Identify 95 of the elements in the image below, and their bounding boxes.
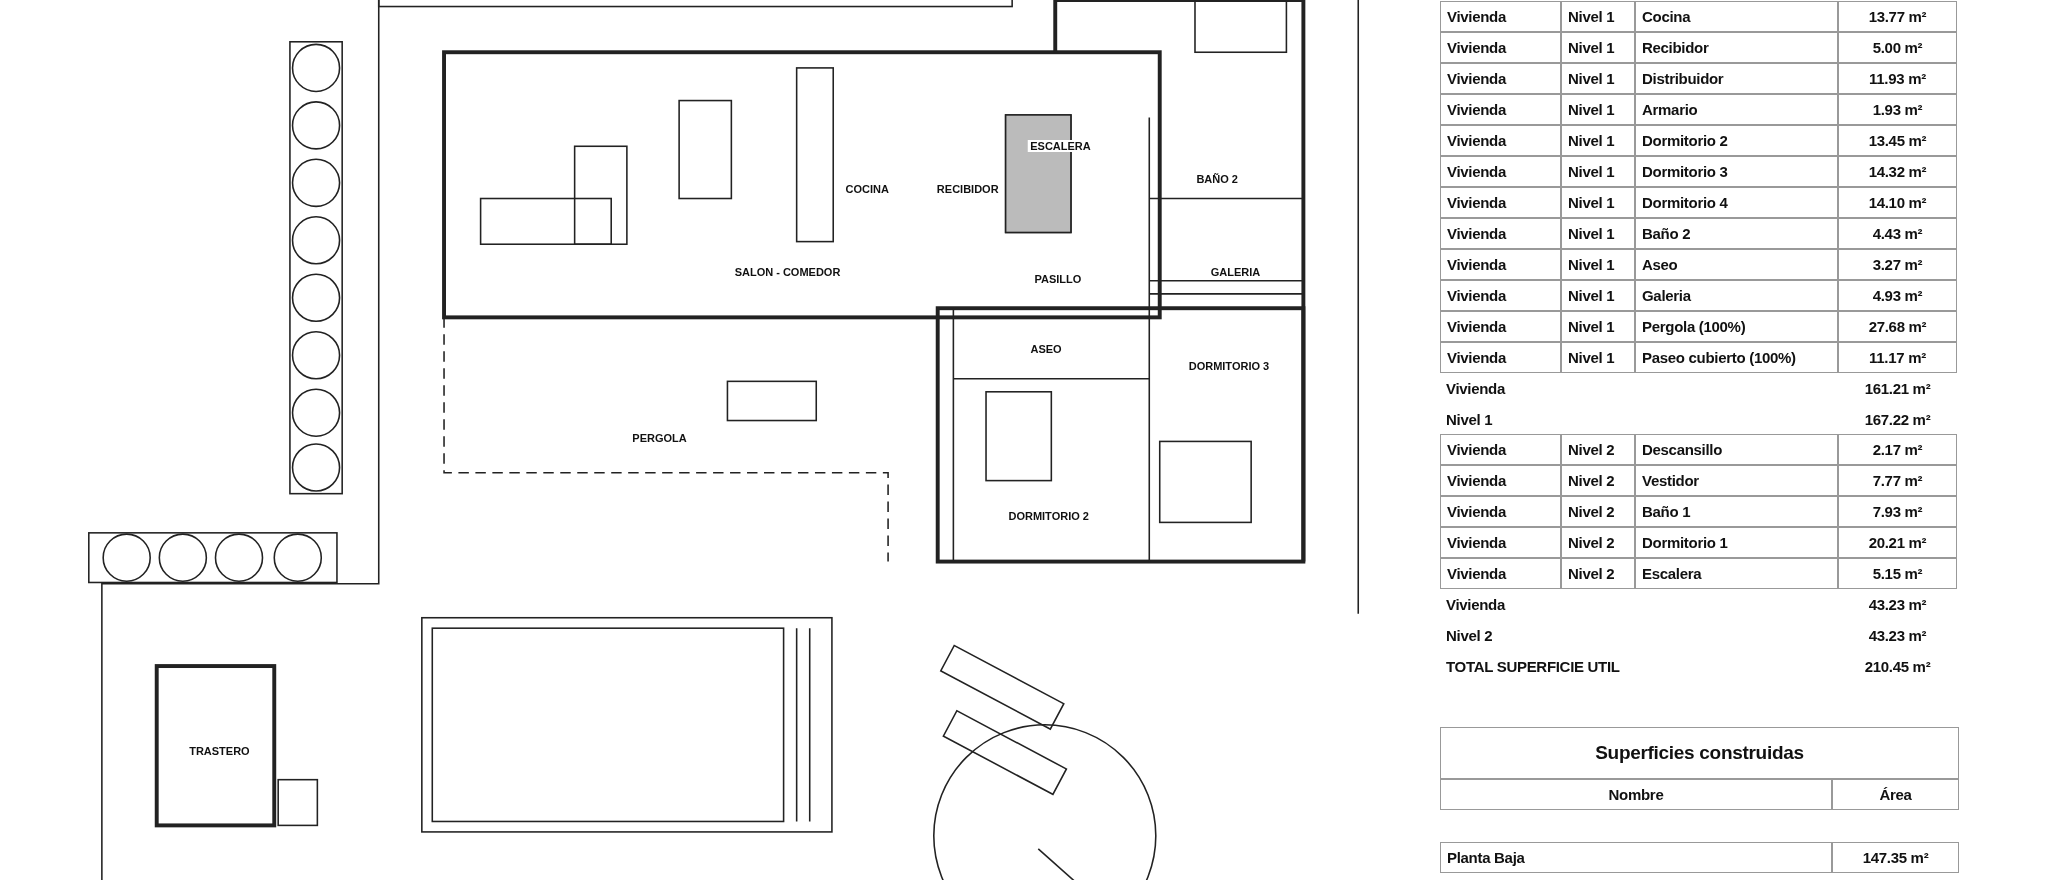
room-label: PERGOLA [630,431,689,444]
area-value: 161.21 m² [1863,379,1932,399]
table-cell: Nivel 1 [1561,249,1635,280]
area-value: 210.45 m² [1863,657,1932,677]
column-header: Área [1832,779,1959,810]
area-value: 14.10 m² [1838,187,1957,218]
table-cell: Vivienda [1440,218,1561,249]
area-value: 43.23 m² [1867,626,1928,646]
table-cell: Recibidor [1635,32,1838,63]
table-cell: Nivel 1 [1561,1,1635,32]
room-label: SALON - COMEDOR [732,265,843,278]
table-cell: Nivel 1 [1561,342,1635,373]
table-cell: Vivienda [1440,342,1561,373]
table-cell: Vivienda [1440,125,1561,156]
table-cell: Nivel 1 [1561,94,1635,125]
table-cell: Dormitorio 4 [1635,187,1838,218]
table-cell: Nivel 1 [1561,280,1635,311]
area-value: 13.77 m² [1838,1,1957,32]
room-label: DORMITORIO 2 [1006,509,1091,522]
room-label: COCINA [843,183,891,196]
area-value: 3.27 m² [1838,249,1957,280]
area-value: 7.93 m² [1838,496,1957,527]
table-cell: Vivienda [1440,280,1561,311]
table-cell: Nivel 2 [1561,527,1635,558]
room-label: DORMITORIO 3 [1186,359,1272,372]
area-value: 7.77 m² [1838,465,1957,496]
table-cell: Pergola (100%) [1635,311,1838,342]
area-value: 167.22 m² [1863,410,1932,430]
table-cell: Nivel 2 [1561,558,1635,589]
table-cell: Vivienda [1440,311,1561,342]
table-cell: Vivienda [1440,434,1561,465]
table-cell: Baño 2 [1635,218,1838,249]
table-cell: Nivel 1 [1561,311,1635,342]
summary-label: Vivienda [1445,379,1507,399]
area-value: 13.45 m² [1838,125,1957,156]
table-cell: Vestidor [1635,465,1838,496]
table-cell: Vivienda [1440,496,1561,527]
table-cell: Nivel 2 [1561,434,1635,465]
room-label: ESCALERA [1028,140,1093,153]
table-cell: Vivienda [1440,32,1561,63]
summary-label: Vivienda [1445,595,1507,615]
room-label: TRASTERO [187,744,252,757]
area-value: 43.23 m² [1867,595,1928,615]
area-value: 20.21 m² [1838,527,1957,558]
table-cell: Aseo [1635,249,1838,280]
table-cell: Vivienda [1440,94,1561,125]
table-cell: Cocina [1635,1,1838,32]
table-cell: Nivel 2 [1561,465,1635,496]
table-cell: Vivienda [1440,1,1561,32]
room-label: PASILLO [1032,273,1084,286]
table-cell: Dormitorio 1 [1635,527,1838,558]
table-cell: Descansillo [1635,434,1838,465]
room-label: RECIBIDOR [934,183,1001,196]
area-value: 2.17 m² [1838,434,1957,465]
table-cell: Nivel 1 [1561,218,1635,249]
table-cell: Baño 1 [1635,496,1838,527]
area-value: 11.17 m² [1838,342,1957,373]
area-value: 5.15 m² [1838,558,1957,589]
column-header: Nombre [1440,779,1832,810]
area-value: 4.43 m² [1838,218,1957,249]
table-cell: Vivienda [1440,558,1561,589]
table-cell: Vivienda [1440,63,1561,94]
area-value: 147.35 m² [1832,842,1959,873]
table-cell: Nivel 1 [1561,156,1635,187]
summary-label: Nivel 1 [1445,410,1494,430]
table-cell: Nivel 1 [1561,125,1635,156]
table-title: Superficies construidas [1440,727,1959,779]
area-value: 14.32 m² [1838,156,1957,187]
table-cell: Vivienda [1440,465,1561,496]
table-cell: Paseo cubierto (100%) [1635,342,1838,373]
area-value: 11.93 m² [1838,63,1957,94]
area-value: 5.00 m² [1838,32,1957,63]
room-label: BAÑO 2 [1194,172,1240,185]
table-cell: Nivel 1 [1561,32,1635,63]
table-cell: Dormitorio 3 [1635,156,1838,187]
room-label: ASEO [1028,342,1064,355]
area-value: 4.93 m² [1838,280,1957,311]
table-cell: Nivel 1 [1561,63,1635,94]
area-value: 1.93 m² [1838,94,1957,125]
table-cell: Escalera [1635,558,1838,589]
table-cell: Planta Baja [1440,842,1832,873]
table-cell: Galeria [1635,280,1838,311]
table-cell: Dormitorio 2 [1635,125,1838,156]
table-cell: Nivel 1 [1561,187,1635,218]
summary-label: TOTAL SUPERFICIE UTIL [1445,657,1621,677]
table-cell: Nivel 2 [1561,496,1635,527]
summary-label: Nivel 2 [1445,626,1494,646]
table-cell: Vivienda [1440,187,1561,218]
table-cell: Armario [1635,94,1838,125]
table-cell: Distribuidor [1635,63,1838,94]
room-label: GALERIA [1208,265,1263,278]
area-value: 27.68 m² [1838,311,1957,342]
table-cell: Vivienda [1440,527,1561,558]
table-cell: Vivienda [1440,249,1561,280]
table-cell: Vivienda [1440,156,1561,187]
